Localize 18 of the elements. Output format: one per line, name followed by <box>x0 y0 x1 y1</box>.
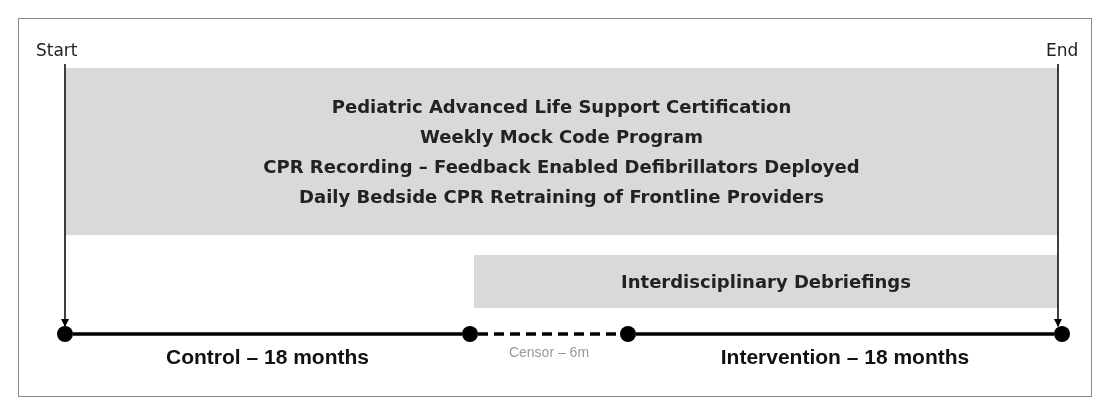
timeline-label: Start <box>36 40 92 64</box>
timeline-label: End <box>1046 40 1086 64</box>
edge-label: Censor – 6m <box>508 344 590 360</box>
shaded-band <box>474 255 1058 308</box>
activity-text: Pediatric Advanced Life Support Certification <box>331 94 792 119</box>
timeline-line <box>73 332 462 336</box>
timeline-dot <box>462 326 478 342</box>
activity-text: Daily Bedside CPR Retraining of Frontline Providers <box>299 184 824 209</box>
activity-text: CPR Recording – Feedback Enabled Defibrillators Deployed <box>263 154 860 179</box>
timeline-dot <box>620 326 636 342</box>
activity-text: Interdisciplinary Debriefings <box>621 269 911 294</box>
arrow <box>61 63 69 327</box>
arrow <box>1054 63 1062 327</box>
shaded-band <box>65 68 1058 235</box>
timeline-dot <box>57 326 73 342</box>
activity-text: Weekly Mock Code Program <box>420 124 703 149</box>
timeline-dot <box>1054 326 1070 342</box>
timeline-line <box>636 332 1054 336</box>
